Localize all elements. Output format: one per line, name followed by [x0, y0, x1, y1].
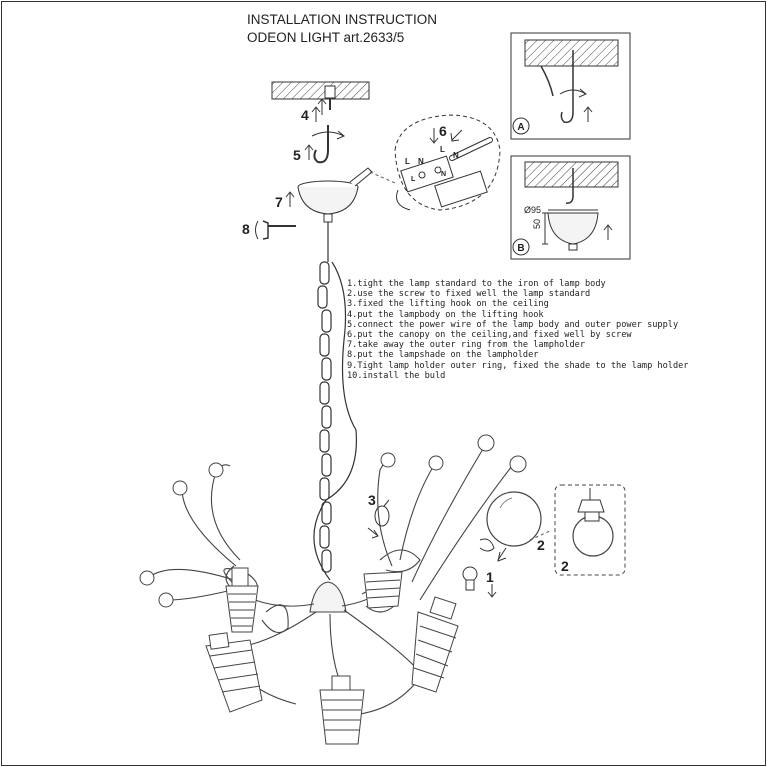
lamp-holders	[205, 567, 459, 745]
chain	[317, 222, 332, 573]
callout-7: 7	[275, 194, 283, 210]
down-arrow-icon	[487, 584, 497, 598]
wire-label-n3: N	[441, 171, 446, 178]
title-line-2: ODEON LIGHT art.2633/5	[247, 30, 405, 45]
callout-2b: 2	[561, 558, 569, 574]
up-arrow-icon	[311, 106, 321, 122]
wire-label-l1: L	[405, 157, 410, 166]
lifting-hook	[311, 125, 345, 164]
detail-box-a	[510, 32, 631, 140]
detail-label-a: A	[517, 122, 524, 133]
callout-2: 2	[537, 537, 545, 553]
light-bulb	[462, 566, 478, 591]
shade-detail-frame	[554, 484, 626, 576]
title-line-1: INSTALLATION INSTRUCTION	[247, 12, 438, 27]
step-9: 9.Tight lamp holder outer ring, fixed th…	[347, 360, 689, 371]
power-wire	[313, 261, 358, 581]
callout-1: 1	[486, 569, 494, 585]
callout-4: 4	[301, 107, 309, 123]
wire-label-n2: N	[453, 151, 459, 160]
step-5: 5.connect the power wire of the lamp bod…	[347, 319, 679, 330]
wire-label-l2: L	[440, 145, 445, 154]
dimension-height: 50	[532, 219, 542, 229]
wire-label-n1: N	[418, 157, 424, 166]
up-arrow-icon	[285, 191, 295, 207]
up-arrow-icon	[304, 144, 314, 160]
step-6: 6.put the canopy on the ceiling,and fixe…	[347, 330, 632, 341]
detail-box-b	[510, 155, 631, 260]
detail-label-b: B	[517, 243, 524, 254]
screw	[255, 220, 296, 240]
glass-balls	[139, 434, 527, 608]
leader-line	[529, 529, 553, 541]
step-8: 8.put the lampshade on the lampholder	[347, 350, 539, 361]
step-2: 2.use the screw to fixed well the lamp s…	[347, 289, 591, 300]
step-1: 1.tight the lamp standard to the iron of…	[347, 279, 606, 289]
step-10: 10.install the buld	[347, 370, 446, 381]
wire-label-l3: L	[411, 176, 416, 183]
callout-5: 5	[293, 147, 301, 163]
canopy	[297, 167, 373, 223]
dimension-diameter: Ø95	[524, 205, 541, 215]
ceiling-mount	[271, 81, 370, 115]
callout-3: 3	[368, 492, 376, 508]
wiring-detail	[394, 114, 501, 211]
step-4: 4.put the lampbody on the lifting hook	[347, 309, 544, 320]
step-7: 7.take away the outer ring from the lamp…	[347, 340, 585, 351]
instruction-steps: 1.tight the lamp standard to the iron of…	[347, 279, 689, 381]
step-3: 3.fixed the lifting hook on the ceiling	[347, 299, 549, 310]
rotate-arrow-icon	[367, 499, 390, 539]
callout-6: 6	[439, 123, 447, 139]
callout-8: 8	[242, 221, 250, 237]
globe-shade	[479, 491, 542, 562]
